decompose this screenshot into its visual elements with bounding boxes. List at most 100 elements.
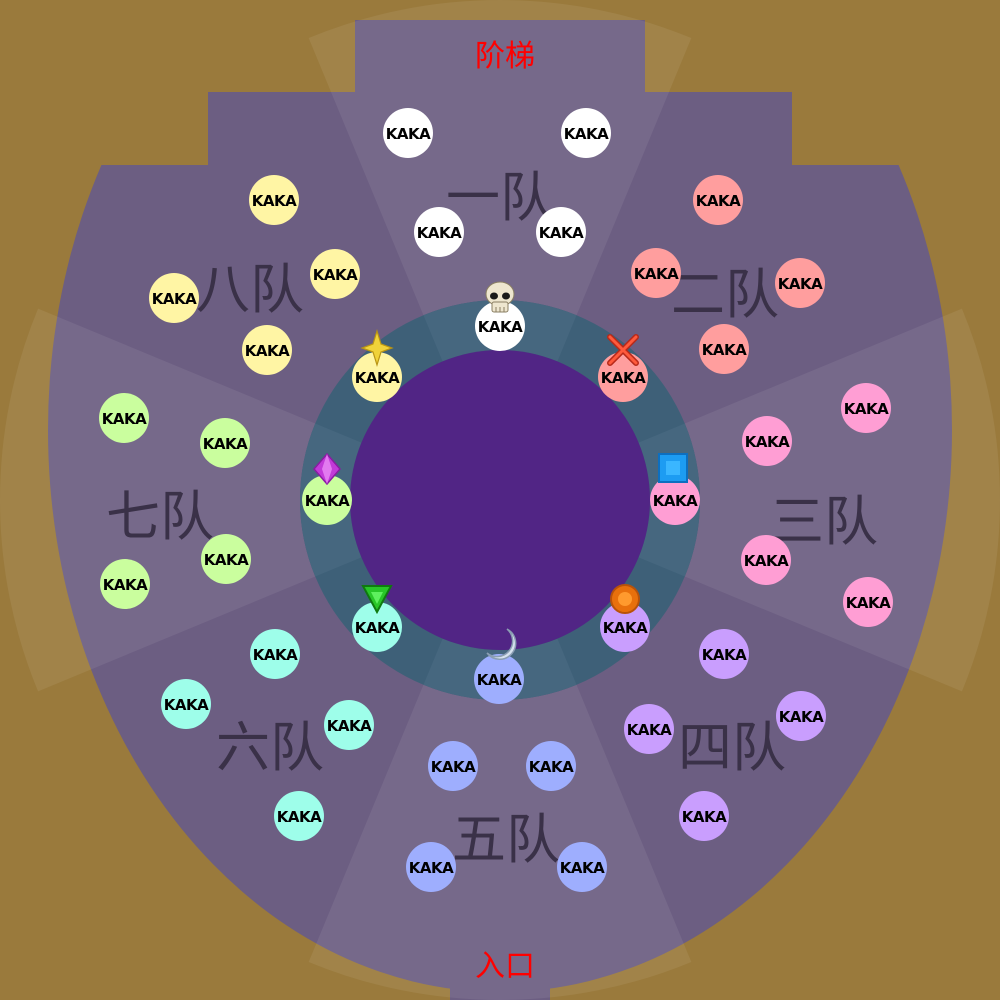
center-area xyxy=(350,350,650,650)
member-label: KAKA xyxy=(634,265,679,283)
member-label: KAKA xyxy=(478,318,523,336)
team-member-marker[interactable]: KAKA xyxy=(249,175,299,225)
member-circle xyxy=(428,741,478,791)
team-member-marker[interactable]: KAKA xyxy=(561,108,611,158)
member-label: KAKA xyxy=(539,224,584,242)
ring-member-marker[interactable]: KAKA xyxy=(600,602,650,652)
member-label: KAKA xyxy=(682,808,727,826)
team-label-7: 七队 xyxy=(106,485,214,548)
team-label-6: 六队 xyxy=(216,716,324,779)
ring-member-marker[interactable]: KAKA xyxy=(352,352,402,402)
team-member-marker[interactable]: KAKA xyxy=(149,273,199,323)
team-member-marker[interactable]: KAKA xyxy=(699,324,749,374)
member-circle xyxy=(302,475,352,525)
member-circle xyxy=(631,248,681,298)
wedge-highlight xyxy=(308,0,692,316)
member-circle xyxy=(200,418,250,468)
team-member-marker[interactable]: KAKA xyxy=(741,535,791,585)
member-label: KAKA xyxy=(313,266,358,284)
member-circle xyxy=(324,700,374,750)
member-circle xyxy=(242,325,292,375)
member-label: KAKA xyxy=(245,342,290,360)
team-member-marker[interactable]: KAKA xyxy=(679,791,729,841)
member-circle xyxy=(149,273,199,323)
member-circle xyxy=(383,108,433,158)
member-label: KAKA xyxy=(103,576,148,594)
member-label: KAKA xyxy=(560,859,605,877)
orange-orb-icon xyxy=(610,584,640,614)
member-label: KAKA xyxy=(355,369,400,387)
team-member-marker[interactable]: KAKA xyxy=(201,534,251,584)
member-circle xyxy=(776,691,826,741)
member-circle xyxy=(557,842,607,892)
member-label: KAKA xyxy=(564,125,609,143)
ring-member-marker[interactable]: KAKA xyxy=(302,475,352,525)
ring-member-marker[interactable]: KAKA xyxy=(352,602,402,652)
member-circle xyxy=(561,108,611,158)
team-member-marker[interactable]: KAKA xyxy=(843,577,893,627)
team-member-marker[interactable]: KAKA xyxy=(242,325,292,375)
ring-member-marker[interactable]: KAKA xyxy=(650,475,700,525)
team-member-marker[interactable]: KAKA xyxy=(526,741,576,791)
member-circle xyxy=(679,791,729,841)
team-member-marker[interactable]: KAKA xyxy=(557,842,607,892)
member-circle xyxy=(161,679,211,729)
member-circle xyxy=(600,602,650,652)
wedge-highlight xyxy=(0,308,316,692)
team-label-4: 四队 xyxy=(678,716,786,779)
team-member-marker[interactable]: KAKA xyxy=(274,791,324,841)
team-member-marker[interactable]: KAKA xyxy=(324,700,374,750)
team-member-marker[interactable]: KAKA xyxy=(536,207,586,257)
member-circle xyxy=(100,559,150,609)
team-member-marker[interactable]: KAKA xyxy=(841,383,891,433)
member-circle xyxy=(536,207,586,257)
team-member-marker[interactable]: KAKA xyxy=(776,691,826,741)
team-member-marker[interactable]: KAKA xyxy=(699,629,749,679)
team-member-marker[interactable]: KAKA xyxy=(310,249,360,299)
red-x-icon xyxy=(607,334,639,366)
member-label: KAKA xyxy=(601,369,646,387)
team-member-marker[interactable]: KAKA xyxy=(200,418,250,468)
team-member-marker[interactable]: KAKA xyxy=(406,842,456,892)
ring-member-marker[interactable]: KAKA xyxy=(598,352,648,402)
ring-member-marker[interactable]: KAKA xyxy=(475,301,525,351)
crescent-moon-icon xyxy=(486,628,517,660)
member-label: KAKA xyxy=(102,410,147,428)
member-circle xyxy=(775,258,825,308)
entrance-label: 入口 xyxy=(475,949,535,984)
team-member-marker[interactable]: KAKA xyxy=(775,258,825,308)
ring-icons xyxy=(313,281,688,660)
team-member-marker[interactable]: KAKA xyxy=(414,207,464,257)
member-circle xyxy=(310,249,360,299)
member-label: KAKA xyxy=(603,619,648,637)
member-circle xyxy=(650,475,700,525)
team-member-marker[interactable]: KAKA xyxy=(383,108,433,158)
member-label: KAKA xyxy=(355,619,400,637)
purple-diamond-gem-icon xyxy=(313,452,341,486)
team-label-2: 二队 xyxy=(671,263,779,326)
member-label: KAKA xyxy=(696,192,741,210)
member-circle xyxy=(699,324,749,374)
team-member-marker[interactable]: KAKA xyxy=(99,393,149,443)
team-member-marker[interactable]: KAKA xyxy=(693,175,743,225)
member-circle xyxy=(693,175,743,225)
member-circle xyxy=(406,842,456,892)
team-member-marker[interactable]: KAKA xyxy=(624,704,674,754)
team-member-marker[interactable]: KAKA xyxy=(631,248,681,298)
member-circle xyxy=(741,535,791,585)
team-member-marker[interactable]: KAKA xyxy=(161,679,211,729)
team-member-marker[interactable]: KAKA xyxy=(250,629,300,679)
team-member-marker[interactable]: KAKA xyxy=(100,559,150,609)
member-label: KAKA xyxy=(305,492,350,510)
wedge-highlight xyxy=(684,308,1000,692)
team-member-marker[interactable]: KAKA xyxy=(428,741,478,791)
member-label: KAKA xyxy=(409,859,454,877)
member-label: KAKA xyxy=(653,492,698,510)
team-label-5: 五队 xyxy=(452,808,560,871)
member-label: KAKA xyxy=(327,717,372,735)
team-member-marker[interactable]: KAKA xyxy=(742,416,792,466)
member-label: KAKA xyxy=(778,275,823,293)
member-label: KAKA xyxy=(203,435,248,453)
ring-member-marker[interactable]: KAKA xyxy=(474,654,524,704)
